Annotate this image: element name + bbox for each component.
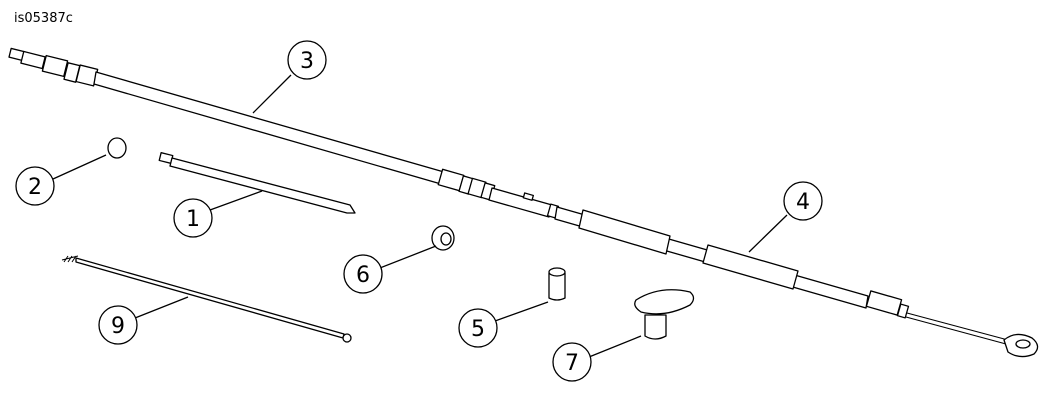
callout-label-5: 5 — [471, 317, 485, 342]
leader-line-9 — [134, 296, 189, 319]
o-ring — [107, 137, 127, 159]
end-fitting — [865, 290, 1009, 345]
callout-4: 4 — [783, 181, 823, 221]
leader-line-5 — [494, 301, 549, 322]
eyelet-terminal — [1003, 333, 1039, 358]
cable-tie-short — [158, 152, 356, 214]
callout-1: 1 — [173, 198, 213, 238]
leader-line-3 — [252, 74, 292, 114]
cable-sleeve-1 — [578, 209, 671, 255]
grommet — [431, 225, 455, 251]
callout-5: 5 — [458, 308, 498, 348]
callout-3: 3 — [287, 40, 327, 80]
callout-7: 7 — [552, 342, 592, 382]
callout-label-9: 9 — [111, 314, 125, 339]
leader-line-2 — [52, 154, 107, 180]
callout-label-6: 6 — [356, 263, 370, 288]
callout-label-1: 1 — [186, 207, 200, 232]
cable-assembly — [8, 47, 1039, 358]
callout-label-4: 4 — [796, 190, 810, 215]
middle-coupling — [437, 168, 560, 219]
leader-line-1 — [209, 190, 263, 211]
callout-2: 2 — [15, 166, 55, 206]
leader-line-7 — [588, 335, 642, 358]
knob — [634, 289, 695, 340]
callout-label-2: 2 — [28, 175, 42, 200]
cable-tie-long — [61, 255, 352, 343]
callout-label-3: 3 — [300, 49, 314, 74]
pin — [548, 267, 566, 301]
leader-line-6 — [379, 245, 437, 269]
figure-id: is05387c — [14, 11, 73, 26]
callout-6: 6 — [343, 254, 383, 294]
leader-line-4 — [748, 214, 788, 253]
cable-section-upper — [93, 71, 445, 185]
callout-label-7: 7 — [565, 351, 579, 376]
cable-sleeve-2 — [702, 244, 799, 290]
callout-9: 9 — [98, 305, 138, 345]
threaded-end-fitting — [8, 47, 99, 87]
